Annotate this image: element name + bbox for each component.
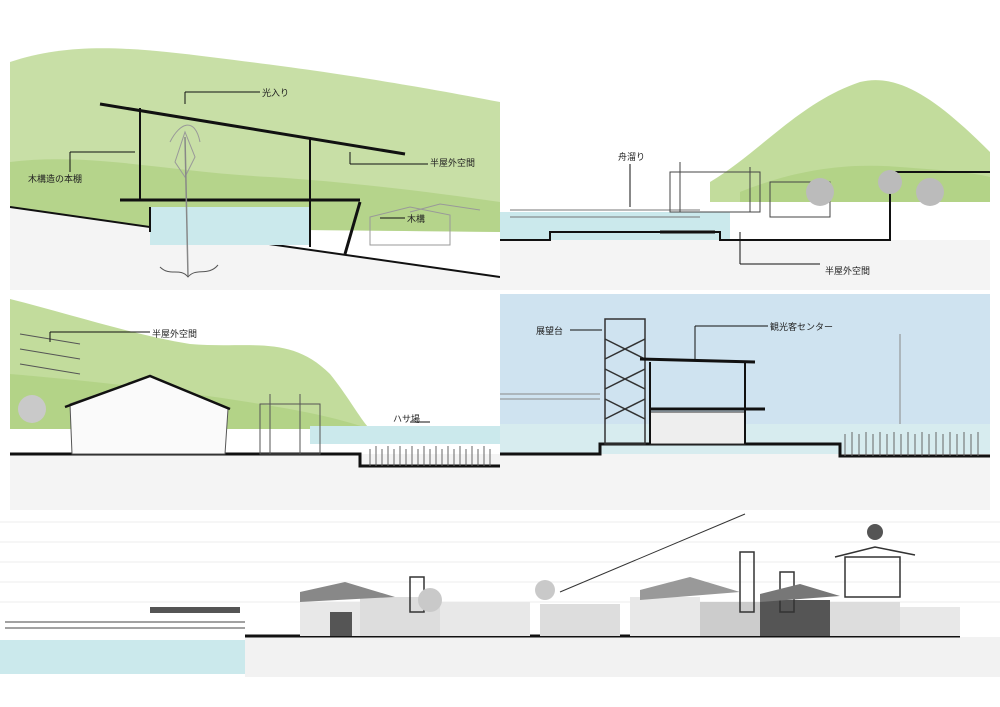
elevation-drawing (0, 513, 1000, 677)
section-panel-1: 光入り 木構造の本棚 半屋外空間 木構 (10, 42, 500, 290)
label-drying-field: ハサ場 (393, 415, 421, 425)
section-panel-2: 舟溜り 半屋外空間 (500, 42, 990, 290)
label-wooden-frame: 木構 (407, 215, 426, 225)
section-drawing-1 (10, 48, 500, 290)
label-observation-deck: 展望台 (536, 327, 564, 337)
label-semi-outdoor-3: 半屋外空間 (152, 330, 198, 340)
label-semi-outdoor-1: 半屋外空間 (430, 159, 476, 169)
label-boat-basin: 舟溜り (618, 153, 646, 163)
section-panel-4: 展望台 観光客センター (500, 294, 990, 510)
label-light: 光入り (262, 89, 290, 99)
section-panel-3: 半屋外空間 ハサ場 (10, 294, 500, 510)
label-semi-outdoor-2: 半屋外空間 (825, 267, 871, 277)
label-timber-shelf: 木構造の本棚 (28, 175, 83, 185)
label-visitor-center: 観光客センター (770, 323, 834, 333)
section-drawing-3 (10, 299, 500, 510)
section-drawing-2 (500, 80, 990, 290)
elevation-panel (0, 512, 1000, 702)
section-drawing-4 (500, 294, 990, 510)
